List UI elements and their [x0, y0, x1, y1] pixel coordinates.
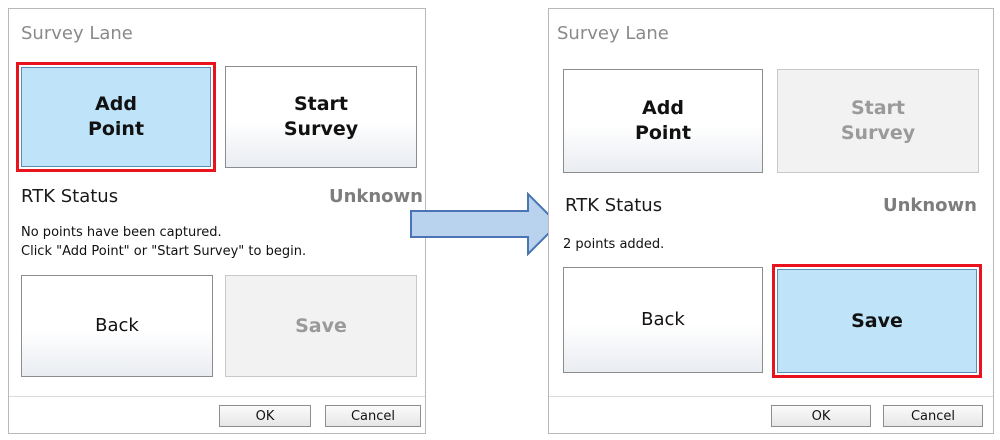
survey-lane-dialog-after: Survey Lane Add Point Start Survey RTK S…	[548, 8, 994, 434]
ok-button[interactable]: OK	[771, 405, 871, 427]
status-message-line-1: No points have been captured.	[21, 225, 222, 240]
start-survey-button-disabled[interactable]: Start Survey	[777, 69, 979, 173]
start-survey-label: Start Survey	[840, 97, 916, 144]
dialog-title: Survey Lane	[21, 23, 133, 44]
back-button[interactable]: Back	[563, 267, 763, 373]
dialog-footer: OK Cancel	[9, 396, 425, 433]
start-survey-label: Start Survey	[283, 93, 359, 140]
back-button[interactable]: Back	[21, 275, 213, 377]
save-button-disabled[interactable]: Save	[225, 275, 417, 377]
rtk-status-value: Unknown	[882, 195, 977, 216]
survey-lane-dialog-before: Survey Lane Add Point Start Survey RTK S…	[8, 8, 426, 434]
status-message-line-2: Click "Add Point" or "Start Survey" to b…	[21, 244, 307, 259]
add-point-label: Add Point	[634, 97, 692, 144]
rtk-status-label: RTK Status	[565, 195, 663, 216]
status-message-line-1: 2 points added.	[563, 237, 665, 252]
save-button[interactable]: Save	[772, 264, 982, 378]
cancel-button[interactable]: Cancel	[325, 405, 421, 427]
add-point-label: Add Point	[87, 93, 145, 140]
back-label: Back	[95, 315, 139, 337]
add-point-button[interactable]: Add Point	[563, 69, 763, 173]
rtk-status-label: RTK Status	[21, 186, 119, 207]
ok-button[interactable]: OK	[219, 405, 311, 427]
cancel-button[interactable]: Cancel	[883, 405, 983, 427]
start-survey-button[interactable]: Start Survey	[225, 66, 417, 168]
right-arrow-icon	[410, 192, 560, 256]
dialog-footer: OK Cancel	[549, 396, 993, 433]
back-label: Back	[641, 309, 685, 331]
add-point-button[interactable]: Add Point	[16, 62, 216, 172]
save-label: Save	[295, 314, 347, 337]
save-label: Save	[851, 309, 903, 332]
dialog-title: Survey Lane	[557, 23, 669, 44]
rtk-status-value: Unknown	[328, 186, 423, 207]
